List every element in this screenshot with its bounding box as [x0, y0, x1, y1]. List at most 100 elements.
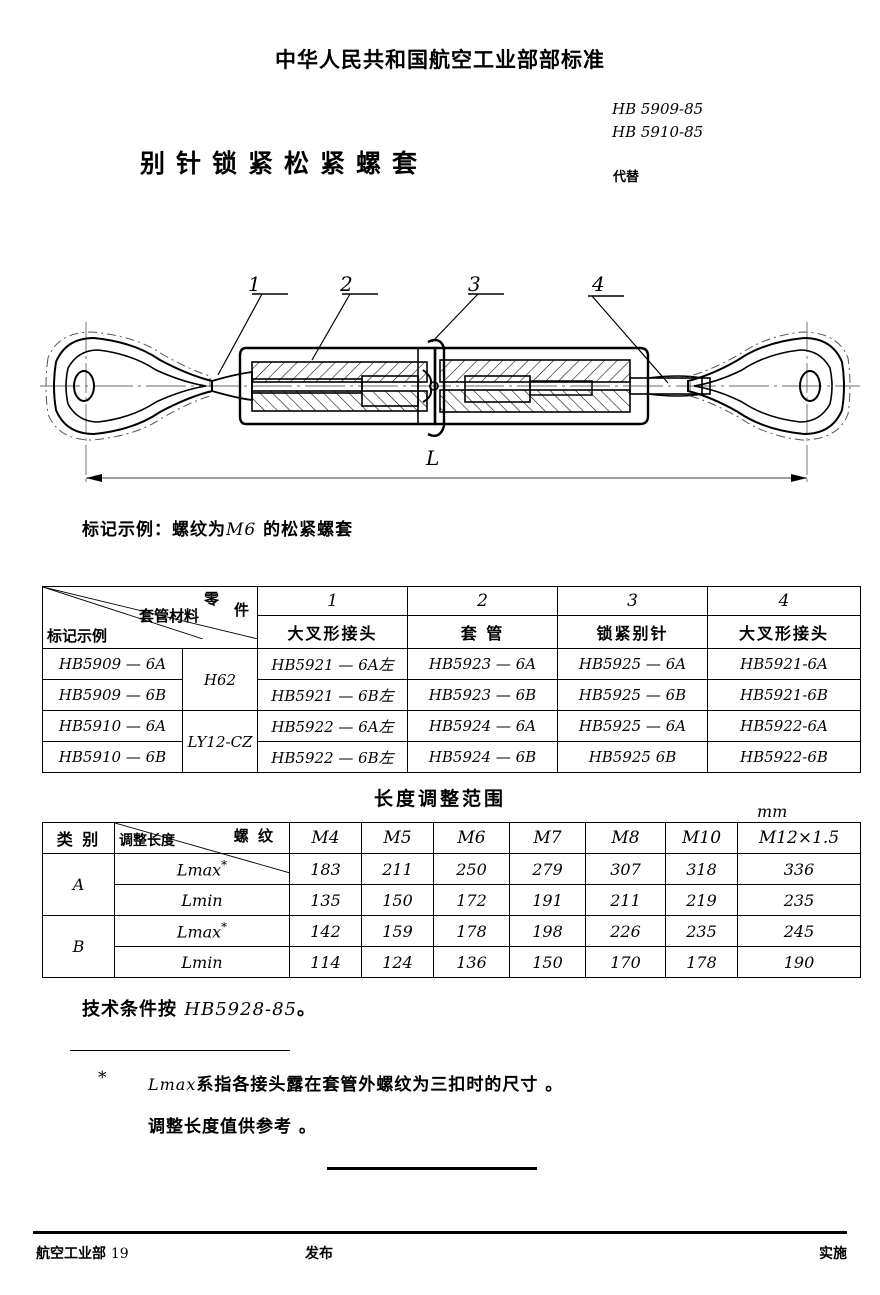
marking-example-prefix: 螺纹为	[172, 520, 226, 540]
corner-label-thread: 螺 纹	[233, 827, 275, 845]
cell-marking: HB5909 — 6A	[42, 648, 183, 680]
footer-issuer: 航空工业部 19	[36, 1243, 129, 1263]
value-cell: 191	[509, 884, 586, 916]
dimension-label-L: L	[426, 446, 440, 470]
leader-line-4	[591, 295, 669, 384]
leader-line-2	[311, 293, 351, 361]
footnote-lmax-symbol: Lmax	[148, 1075, 197, 1094]
value-cell: 142	[289, 915, 362, 947]
table-row: B Lmax* 142 159 178 198 226 235 245	[42, 915, 861, 978]
marking-example-line: 标记示例：螺纹为M6 的松紧螺套	[82, 515, 353, 540]
length-range-title: 长度调整范围	[373, 788, 506, 810]
value-cell: 183	[289, 853, 362, 885]
table1-corner-cell: 零 件 套管材料 标记示例	[42, 586, 258, 649]
cell-marking: HB5910 — 6A	[42, 710, 183, 742]
footer-publish-label: 发布	[305, 1246, 333, 1262]
turnbuckle-assembly-drawing: 1 2 3 4 L	[40, 250, 860, 500]
header-class: 类 别	[42, 822, 115, 854]
ministry-header: 中华人民共和国航空工业部部标准	[275, 48, 605, 72]
thread-header-m4: M4	[289, 822, 362, 854]
col-name-4: 大叉形接头	[707, 615, 861, 649]
bottom-divider	[327, 1167, 537, 1170]
table-row: HB5909 — 6A H62 HB5921 — 6A左 HB5923 — 6A…	[42, 648, 861, 711]
right-rod-section-upper	[439, 359, 631, 383]
value-cell: 178	[665, 946, 738, 978]
value-cell: 318	[665, 853, 738, 885]
col-name-3: 锁紧别针	[557, 615, 708, 649]
callout-2: 2	[340, 272, 353, 296]
value-cell: 190	[737, 946, 861, 978]
callout-1: 1	[248, 272, 261, 296]
left-rod-section-lower	[251, 390, 428, 412]
cell-part3: HB5925 6B	[557, 741, 708, 773]
tech-note-prefix: 技术条件按	[82, 999, 177, 1020]
cell-marking: HB5909 — 6B	[42, 679, 183, 711]
table-row: HB5909 — 6B HB5921 — 6B左 HB5923 — 6B HB5…	[42, 679, 861, 711]
value-cell: 226	[585, 915, 666, 947]
value-cell: 211	[361, 853, 434, 885]
leader-line-3	[431, 293, 479, 343]
sleeve-right-outline	[433, 346, 650, 426]
standard-numbers: HB 5909-85 HB 5910-85	[612, 98, 703, 143]
length-adjustment-table: 类 别 螺 纹 调整长度 M4 M5 M6 M7 M8 M10 M12×1.5 …	[42, 822, 861, 978]
part-number-table: 零 件 套管材料 标记示例 1 2 3 4 大叉形接头 套 管 锁紧别针 大叉形…	[42, 586, 861, 773]
table-row: HB5910 — 6A LY12-CZ HB5922 — 6A左 HB5924 …	[42, 710, 861, 773]
value-cell: 178	[433, 915, 510, 947]
page-title: 别针锁紧松紧螺套	[140, 149, 429, 178]
value-cell: 159	[361, 915, 434, 947]
right-rod-section-lower	[439, 389, 631, 413]
corner-label-parts-1: 零	[203, 590, 219, 608]
corner-label-marking-example: 标记示例	[47, 627, 108, 645]
value-cell: 219	[665, 884, 738, 916]
value-cell: 211	[585, 884, 666, 916]
table-row: A Lmax* 183 211 250 279 307 318 336	[42, 853, 861, 916]
cell-material-ly12cz: LY12-CZ	[182, 710, 258, 773]
left-rod-section-upper	[251, 361, 428, 383]
value-cell: 279	[509, 853, 586, 885]
value-cell: 198	[509, 915, 586, 947]
col-number-3: 3	[557, 586, 708, 616]
value-cell: 150	[509, 946, 586, 978]
cell-part3: HB5925 — 6A	[557, 648, 708, 680]
value-cell: 245	[737, 915, 861, 947]
cell-part2: HB5924 — 6B	[407, 741, 558, 773]
cell-part1: HB5921 — 6A左	[257, 648, 408, 680]
class-label-b: B	[42, 915, 115, 978]
right-eye-hole	[799, 370, 821, 402]
thread-header-m8: M8	[585, 822, 666, 854]
locking-pin	[427, 338, 446, 437]
footer-divider	[33, 1231, 847, 1234]
marking-example-suffix: 的松紧螺套	[263, 520, 354, 540]
cell-part3: HB5925 — 6A	[557, 710, 708, 742]
class-label-a: A	[42, 853, 115, 916]
value-cell: 172	[433, 884, 510, 916]
value-cell: 135	[289, 884, 362, 916]
unit-label-mm: mm	[757, 802, 788, 821]
footnote-line-2: 调整长度值供参考 。	[148, 1117, 317, 1137]
leader-line-1	[217, 293, 263, 376]
cell-part1: HB5921 — 6B左	[257, 679, 408, 711]
value-cell: 150	[361, 884, 434, 916]
assembly-svg	[40, 293, 860, 485]
standard-number-2: HB 5910-85	[612, 122, 704, 141]
measure-label-lmax-b: Lmax*	[114, 915, 290, 947]
thread-header-m5: M5	[361, 822, 434, 854]
col-number-2: 2	[407, 586, 558, 616]
replaces-label: 代替	[613, 170, 640, 185]
col-number-4: 4	[707, 586, 861, 616]
cell-part1: HB5922 — 6B左	[257, 741, 408, 773]
cell-part2: HB5923 — 6A	[407, 648, 558, 680]
cell-part1: HB5922 — 6A左	[257, 710, 408, 742]
table-row: HB5910 — 6B HB5922 — 6B左 HB5924 — 6B HB5…	[42, 741, 861, 773]
tech-note-standard: HB5928-85	[184, 999, 298, 1020]
marking-example-label: 标记示例：	[82, 520, 172, 540]
table-row: Lmin 135 150 172 191 211 219 235	[43, 884, 861, 916]
col-name-2: 套 管	[407, 615, 558, 649]
measure-label-lmin-b: Lmin	[114, 946, 290, 978]
corner-diagonals	[43, 587, 258, 639]
callout-3: 3	[468, 272, 481, 296]
footnote-divider	[70, 1050, 290, 1051]
value-cell: 114	[289, 946, 362, 978]
footnote-line-1-text: 系指各接头露在套管外螺纹为三扣时的尺寸 。	[196, 1075, 564, 1095]
